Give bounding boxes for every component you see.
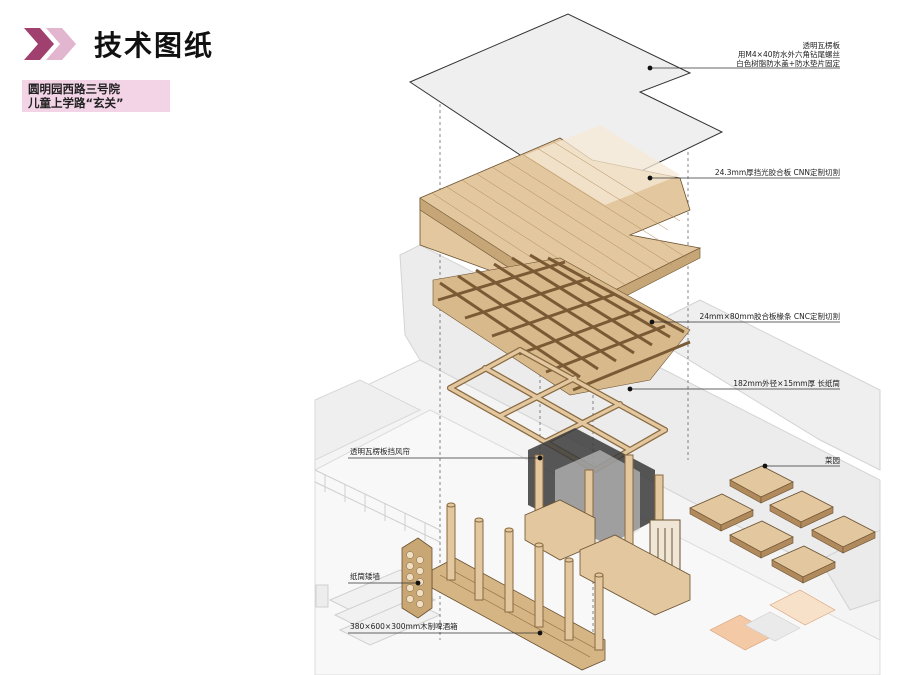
label-wall: 纸筒矮墙 — [350, 571, 380, 581]
label-garden: 菜园 — [825, 455, 840, 465]
project-subtitle: 圆明园西路三号院 儿童上学路“玄关” — [22, 80, 170, 112]
tube-wall — [401, 537, 433, 619]
ground-mats — [709, 589, 836, 651]
label-crate: 380×600×300mm木制啤酒箱 — [350, 621, 458, 631]
label-curtain: 透明瓦楞板挡风帘 — [350, 446, 410, 456]
label-roof-line-3: 白色树脂防水盖+防水垫片固定 — [736, 58, 840, 68]
subtitle-line-2: 儿童上学路“玄关” — [28, 96, 124, 110]
page-header: 技术图纸 — [22, 20, 214, 68]
label-tube: 182mm外径×15mm厚 长纸筒 — [733, 378, 840, 388]
label-roof-line-2: 用M4×40防水外六角钻尾螺丝 — [738, 49, 841, 59]
label-slats: 24mm×80mm胶合板椽条 CNC定制切割 — [699, 311, 840, 321]
chevron-arrows-icon — [24, 28, 76, 60]
subtitle-line-1: 圆明园西路三号院 — [28, 82, 120, 96]
plywood-board — [419, 125, 702, 318]
label-plywood: 24.3mm厚挡光胶合板 CNN定制切割 — [715, 167, 840, 177]
page-title: 技术图纸 — [94, 29, 215, 62]
standing-tubes — [446, 502, 604, 651]
leader-lines — [348, 67, 840, 634]
label-roof-line-1: 透明瓦楞板 — [803, 40, 841, 50]
rafter-grid — [432, 253, 691, 396]
